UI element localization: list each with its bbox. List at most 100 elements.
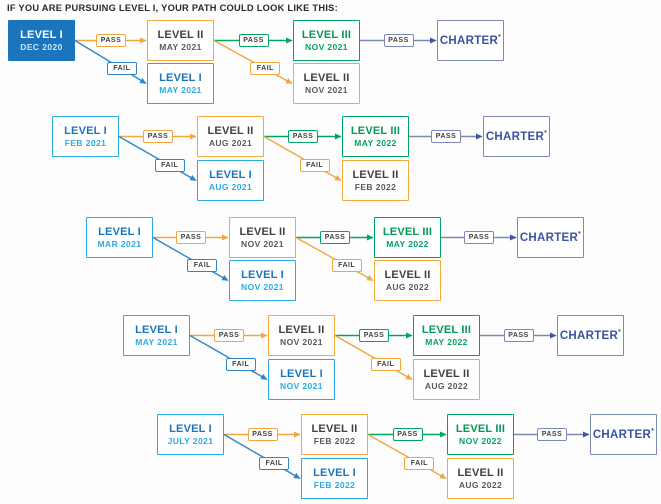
charter-label: CHARTER*	[485, 129, 548, 143]
pass-label: PASS	[320, 231, 350, 244]
level-label: LEVEL III	[455, 422, 506, 435]
charter-label: CHARTER*	[559, 328, 622, 342]
pass-label: PASS	[288, 130, 318, 143]
fail-label: FAIL	[299, 158, 330, 172]
level-label: LEVEL III	[301, 28, 352, 41]
level-label: LEVEL I	[64, 124, 107, 137]
level-label: LEVEL II	[423, 367, 470, 380]
exam-date: MAY 2022	[425, 336, 468, 347]
exam-date: MAY 2022	[386, 238, 429, 249]
level-label: LEVEL I	[209, 168, 252, 181]
exam-date: FEB 2022	[313, 435, 356, 446]
pass-label: PASS	[96, 34, 126, 47]
charter-asterisk: *	[544, 129, 548, 137]
level-label: LEVEL I	[313, 466, 356, 479]
level-label: LEVEL II	[352, 168, 399, 181]
exam-date: MAY 2021	[135, 336, 178, 347]
charter-box: CHARTER*	[590, 414, 657, 455]
pass-label: PASS	[431, 130, 461, 143]
fail-label: FAIL	[259, 456, 290, 470]
exam-date: NOV 2022	[459, 435, 502, 446]
fail-label: FAIL	[404, 456, 435, 470]
pass-label: PASS	[238, 34, 269, 47]
pass-label: PASS	[464, 231, 494, 244]
exam-date: NOV 2021	[280, 336, 323, 347]
pass-label: PASS	[143, 130, 173, 143]
pass-label: PASS	[383, 34, 414, 47]
charter-box: CHARTER*	[557, 315, 624, 356]
exam-date: AUG 2021	[208, 181, 253, 192]
exam-date: AUG 2022	[385, 281, 430, 292]
level-label: LEVEL III	[382, 225, 433, 238]
fail-label: FAIL	[225, 357, 256, 371]
exam-date: FEB 2022	[354, 181, 397, 192]
exam-date: JULY 2021	[167, 435, 214, 446]
level-label: LEVEL II	[303, 71, 350, 84]
charter-asterisk: *	[578, 230, 582, 238]
level-label: LEVEL II	[278, 323, 325, 336]
pass-label: PASS	[537, 428, 567, 441]
exam-date: AUG 2022	[424, 380, 469, 391]
level-label: LEVEL II	[384, 268, 431, 281]
exam-date: NOV 2021	[280, 380, 323, 391]
pass-label: PASS	[503, 329, 534, 342]
level-label: LEVEL I	[241, 268, 284, 281]
level-label: LEVEL II	[239, 225, 286, 238]
fail-label: FAIL	[250, 61, 281, 75]
exam-date: NOV 2021	[305, 84, 348, 95]
level-label: LEVEL I	[169, 422, 212, 435]
fail-label: FAIL	[154, 158, 185, 172]
fail-label: FAIL	[187, 258, 218, 272]
level-label: LEVEL II	[457, 466, 504, 479]
exam-date: NOV 2021	[305, 41, 348, 52]
exam-date: MAY 2021	[159, 41, 202, 52]
level-label: LEVEL III	[350, 124, 401, 137]
exam-date: DEC 2020	[20, 41, 63, 52]
fail-label: FAIL	[370, 357, 401, 371]
level-label: LEVEL I	[159, 71, 202, 84]
exam-date: FEB 2021	[64, 137, 107, 148]
pass-label: PASS	[176, 231, 206, 244]
exam-date: NOV 2021	[241, 238, 284, 249]
fail-label: FAIL	[331, 258, 362, 272]
level-label: LEVEL I	[20, 28, 63, 41]
level-label: LEVEL III	[421, 323, 472, 336]
level-label: LEVEL I	[280, 367, 323, 380]
pass-label: PASS	[247, 428, 278, 441]
exam-date: MAR 2021	[97, 238, 142, 249]
pass-label: PASS	[392, 428, 423, 441]
charter-asterisk: *	[498, 33, 502, 41]
fail-label: FAIL	[106, 61, 137, 75]
exam-date: MAY 2021	[159, 84, 202, 95]
charter-box: CHARTER*	[483, 116, 550, 157]
exam-date: FEB 2022	[313, 479, 356, 490]
charter-asterisk: *	[618, 328, 622, 336]
pass-label: PASS	[214, 329, 244, 342]
charter-asterisk: *	[651, 427, 655, 435]
pass-label: PASS	[359, 329, 389, 342]
